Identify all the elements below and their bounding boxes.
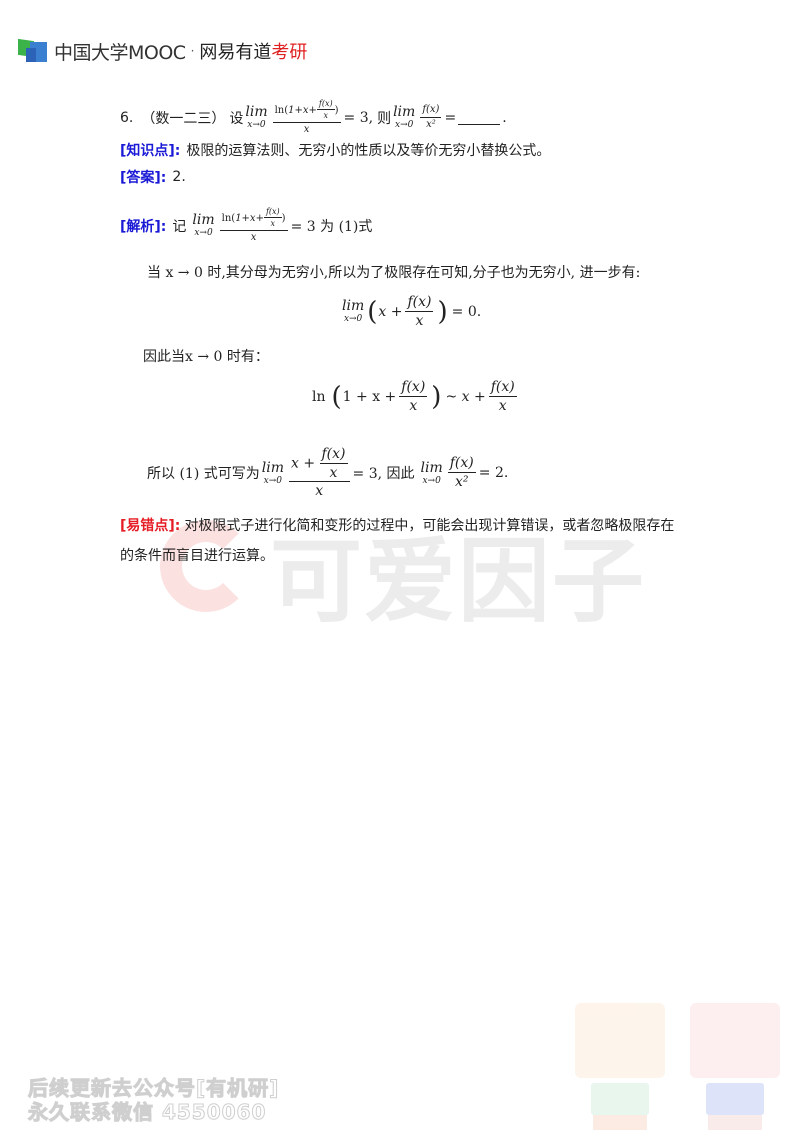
knowledge-text: 极限的运算法则、无穷小的性质以及等价无穷小替换公式。	[186, 143, 551, 159]
pitfall-text-line-2: 的条件而盲目进行运算。	[120, 548, 274, 564]
given-fraction: ln(1+x+f(x)x) x	[272, 99, 341, 135]
mooc-kids-mascot-icon	[575, 995, 790, 1130]
limit-operator: lim x→0	[261, 459, 284, 486]
limit-operator: lim x→0	[342, 298, 365, 325]
analysis-intro: 记	[172, 218, 187, 235]
answer-label: [答案]:	[120, 170, 167, 186]
pitfall-label: [易错点]:	[120, 518, 181, 534]
pitfall-text-line-1: 对极限式子进行化简和变形的过程中，可能会出现计算错误，或者忽略极限存在	[184, 518, 675, 534]
limit-operator: lim x→0	[192, 212, 215, 239]
equation-1: lim x→0 ( x + f(x)x ) = 0.	[342, 294, 482, 329]
analysis-suffix: = 3 为 (1)式	[290, 218, 373, 235]
brand-highlight: 考研	[271, 42, 308, 63]
ask-equals: =	[444, 109, 457, 126]
footer-watermark-line-2: 永久联系微信 4550060	[27, 1100, 267, 1125]
problem-source: （数一二三）	[141, 110, 226, 127]
footer-watermark-line-1: 后续更新去公众号[有机研]	[27, 1076, 280, 1101]
problem-lead: 设	[229, 110, 244, 127]
recall-fraction: ln(1+x+f(x)x) x	[219, 207, 288, 243]
analysis-paragraph-2: 因此当x → 0 时有：	[143, 349, 269, 365]
answer-row: [答案]: 2.	[120, 167, 186, 187]
brand-separator: ·	[190, 44, 195, 58]
mooc-book-icon	[18, 38, 50, 64]
knowledge-point: [知识点]: 极限的运算法则、无穷小的性质以及等价无穷小替换公式。	[120, 140, 550, 160]
limit-operator: lim x→0	[245, 104, 268, 131]
analysis-label: [解析]:	[120, 218, 167, 235]
given-equals: = 3,	[343, 109, 374, 126]
brand-primary: 中国大学MOOC	[54, 41, 186, 64]
problem-statement: 6. （数一二三） 设 lim x→0 ln(1+x+f(x)x) x = 3,…	[120, 99, 507, 135]
analysis-header: [解析]: 记 lim x→0 ln(1+x+f(x)x) x = 3 为 (1…	[120, 207, 373, 243]
answer-value: 2.	[172, 169, 186, 185]
answer-blank	[458, 110, 501, 126]
analysis-paragraph-1: 当 x → 0 时,其分母为无穷小,所以为了极限存在可知,分子也为无穷小, 进一…	[147, 265, 641, 281]
limit-operator: lim x→0	[393, 104, 416, 131]
brand-header: 中国大学MOOC · 网易有道 考研	[18, 38, 307, 64]
footer-watermark: 后续更新去公众号[有机研] 永久联系微信 4550060	[27, 1076, 280, 1125]
limit-operator: lim x→0	[420, 459, 443, 486]
problem-number: 6.	[120, 109, 134, 126]
ask-fraction: f(x) x²	[420, 104, 442, 130]
equation-2: ln ( 1 + x + f(x)x ) ~ x + f(x)x	[312, 379, 517, 414]
pitfall-row: [易错点]: 对极限式子进行化简和变形的过程中，可能会出现计算错误，或者忽略极限…	[120, 515, 674, 535]
problem-then: 则	[377, 110, 392, 127]
brand-secondary: 网易有道	[199, 42, 272, 63]
knowledge-label: [知识点]:	[120, 143, 181, 159]
analysis-paragraph-3: 所以 (1) 式可写为 lim x→0 x + f(x)x x = 3, 因此 …	[147, 446, 509, 500]
